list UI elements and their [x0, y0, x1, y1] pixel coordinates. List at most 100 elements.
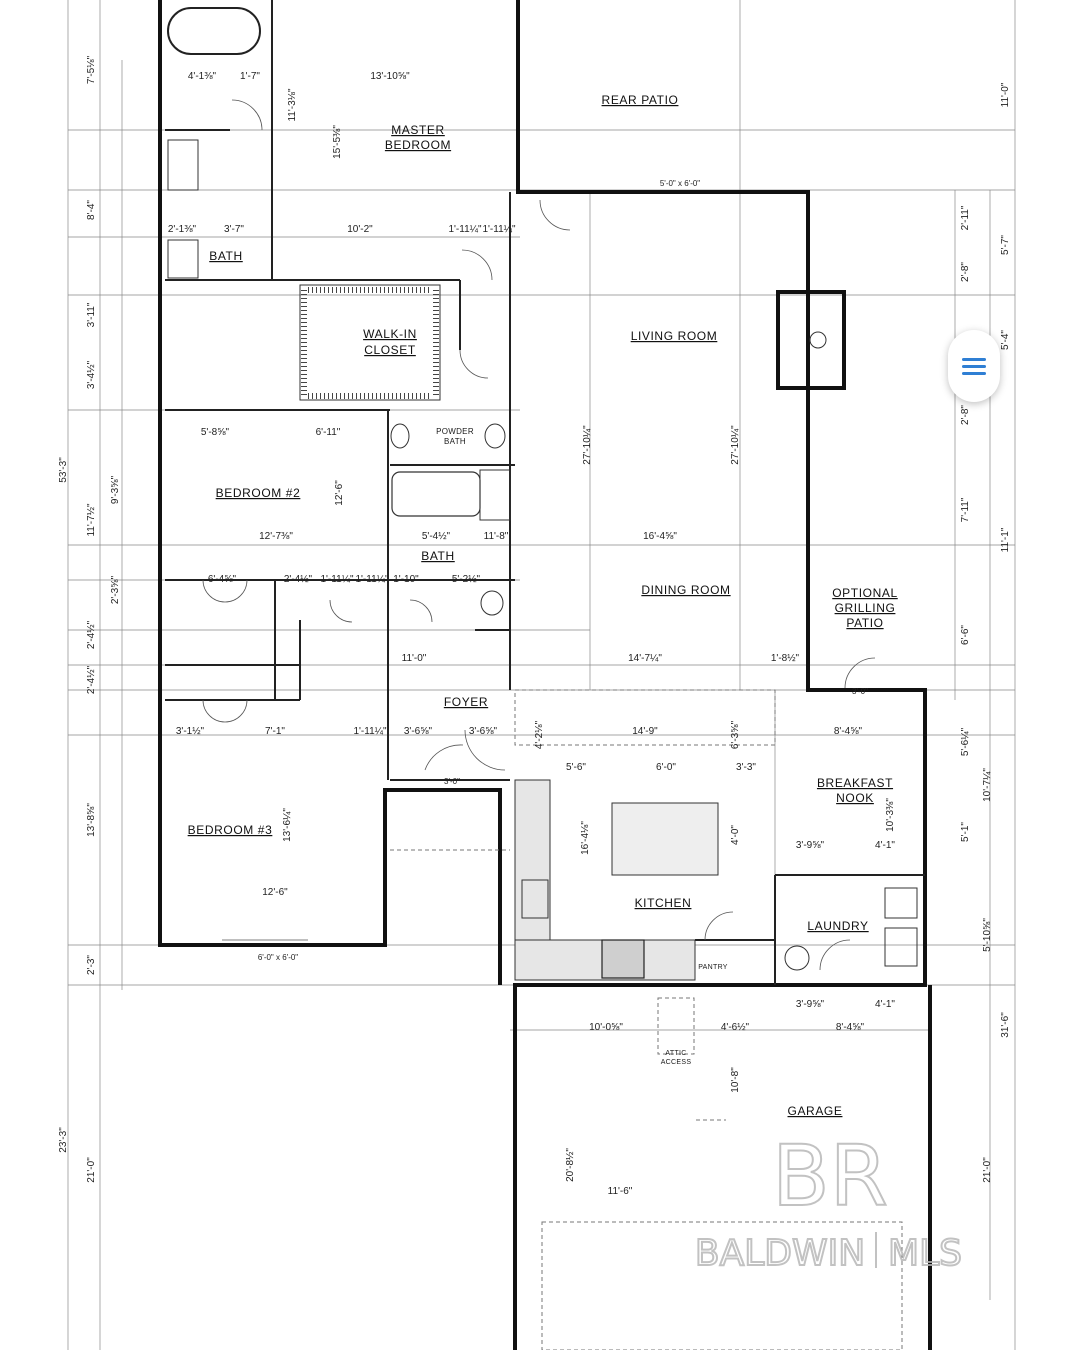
room-living-room: LIVING ROOM: [631, 329, 718, 343]
room-master-bedroom-line2: BEDROOM: [385, 138, 451, 152]
dim-label: 3'-7": [224, 224, 244, 235]
dim-label: 10'-3⅜": [885, 798, 896, 832]
dim-label: 3'-9⅝": [796, 999, 825, 1010]
dim-label: 1'-11¼": [355, 573, 389, 585]
dashed-lines: [390, 689, 903, 1350]
dim-label: 31'-6": [1000, 1012, 1011, 1038]
dim-label: 3'-3": [736, 762, 756, 773]
dim-label: 15'-5⅜": [332, 125, 343, 159]
dim-label: 27'-10¼": [729, 425, 741, 465]
dim-label: 7'-1": [265, 726, 285, 737]
dim-label: 11'-7½": [86, 503, 97, 537]
dim-label: 3'-9⅝": [796, 840, 825, 851]
room-powder-bath-line2: BATH: [444, 437, 466, 446]
dim-label: 3'-6⅝": [404, 726, 433, 737]
dim-label: 11'-6": [608, 1186, 633, 1197]
door-swings: [202, 99, 876, 971]
closet-shelving: [299, 284, 441, 401]
room-optional-grilling-patio-line2: GRILLING: [835, 601, 896, 615]
dim-label: 9'-3⅝": [110, 475, 121, 504]
room-walk-in-closet-line2: CLOSET: [364, 343, 416, 357]
dim-label: 23'-3": [58, 1127, 69, 1153]
dim-label: 1'-11¼": [320, 573, 354, 585]
room-optional-grilling-patio-line1: OPTIONAL: [832, 586, 897, 600]
floating-menu-button[interactable]: [948, 330, 1000, 402]
dim-label: 2'-4½": [284, 574, 313, 585]
dim-label: 1'-11¼": [353, 725, 387, 737]
dim-label: 6'-3⅝": [730, 720, 741, 749]
vertical-dimensions: 11'-3⅛" 15'-5⅜" 12'-6" 13'-6¼" 27'-10¼" …: [58, 55, 1011, 1182]
horizontal-dimensions: 4'-1⅜" 1'-7" 13'-10⅝" 10'-2" 3'-7" 2'-1⅜…: [168, 71, 896, 1197]
dim-label: 5'-4": [1000, 330, 1011, 350]
dim-label: 11'-1": [1000, 527, 1011, 552]
door-label: 3'-0": [852, 687, 868, 696]
dim-label: 11'-3⅛": [287, 88, 298, 122]
room-laundry: LAUNDRY: [807, 919, 868, 933]
dim-label: 12'-6": [262, 887, 288, 898]
door-label: 3'-0": [444, 777, 460, 786]
dim-label: 13'-10⅝": [370, 71, 410, 82]
dim-label: 4'-1": [875, 840, 895, 851]
dim-label: 14'-7¼": [628, 652, 662, 664]
dim-label: 20'-8½": [565, 1148, 576, 1182]
interior-walls: [165, 0, 925, 985]
room-master-bedroom-line1: MASTER: [391, 123, 445, 137]
watermark-brand-right: MLS: [888, 1233, 962, 1274]
dim-label: 4'-2⅛": [534, 720, 545, 749]
attic-access-line1: ATTIC: [665, 1050, 686, 1057]
exterior-walls: [158, 0, 932, 1350]
dim-label: 3'-11": [86, 302, 97, 327]
room-master-bath: BATH: [209, 249, 243, 263]
hamburger-menu-icon: [962, 354, 986, 379]
dim-label: 7'-5⅛": [86, 55, 97, 84]
dim-label: 3'-1½": [176, 726, 205, 737]
dim-label: 10'-7¼": [981, 768, 993, 802]
dim-label: 12'-6": [334, 480, 345, 506]
dim-label: 5'-7": [1000, 235, 1011, 255]
dim-label: 5'-4½": [422, 531, 451, 542]
dim-label: 10'-2": [347, 224, 373, 235]
dim-label: 6'-0": [656, 762, 676, 773]
dim-label: 53'-3": [58, 457, 69, 483]
room-foyer: FOYER: [444, 695, 488, 709]
dim-label: 11'-0": [1000, 82, 1011, 107]
dim-label: 1'-11¼": [448, 223, 482, 235]
dim-label: 8'-4⅝": [834, 726, 863, 737]
dim-label: 5'-8⅝": [201, 427, 230, 438]
watermark-brand-left: BALDWIN: [695, 1233, 865, 1274]
dim-label: 11'-0": [402, 653, 427, 664]
dim-label: 2'-4½": [86, 620, 97, 649]
dim-label: 11'-8": [484, 531, 509, 542]
bath-fixtures: [167, 7, 827, 616]
dim-label: 2'-3⅝": [110, 575, 121, 604]
dim-label: 16'-4⅝": [643, 531, 677, 542]
dim-label: 2'-11": [960, 205, 971, 230]
dim-label: 2'-4½": [86, 665, 97, 694]
dim-label: 4'-1": [875, 999, 895, 1010]
dim-label: 6'-4⅝": [208, 574, 237, 585]
dim-label: 5'-10⅝": [982, 918, 993, 952]
dim-label: 10'-8": [730, 1067, 741, 1093]
room-labels: REAR PATIO MASTER BEDROOM BATH WALK-IN C…: [188, 93, 897, 1118]
dim-label: 1'-8½": [771, 653, 800, 664]
dim-label: 14'-9": [632, 726, 658, 737]
dim-label: 1'-10": [393, 574, 419, 585]
dim-label: 7'-11": [960, 497, 971, 522]
dim-label: 21'-0": [982, 1157, 993, 1183]
dim-label: 12'-7⅜": [259, 531, 293, 542]
room-optional-grilling-patio-line3: PATIO: [846, 616, 883, 630]
room-powder-bath-line1: POWDER: [436, 427, 474, 436]
room-bedroom-3: BEDROOM #3: [188, 823, 273, 837]
dim-label: 2'-3": [86, 955, 97, 975]
dim-label: 6'-11": [316, 427, 341, 438]
room-dining-room: DINING ROOM: [641, 583, 730, 597]
room-garage: GARAGE: [788, 1104, 843, 1118]
dim-label: 21'-0": [86, 1157, 97, 1183]
dim-label: 3'-6⅝": [469, 726, 498, 737]
dim-label: 1'-11¼": [482, 223, 516, 235]
room-bath-2: BATH: [421, 549, 455, 563]
dim-label: 10'-0⅝": [589, 1022, 623, 1033]
room-bedroom-2: BEDROOM #2: [216, 486, 301, 500]
dim-label: 1'-7": [240, 71, 260, 82]
